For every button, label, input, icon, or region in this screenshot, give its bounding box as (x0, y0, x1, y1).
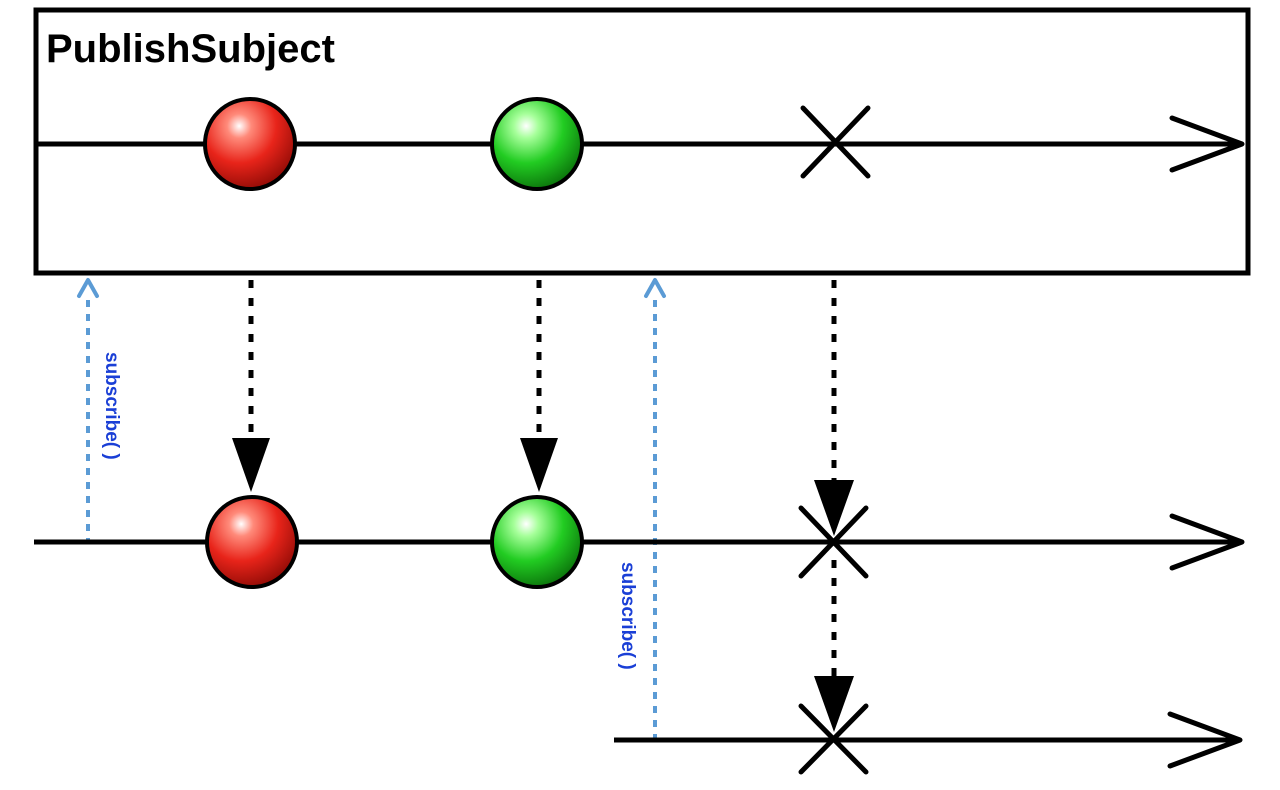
emission-arrow-red (232, 280, 270, 492)
emission-arrow-green (520, 280, 558, 492)
subscribe-arrow-1: subscribe( ) (77, 278, 122, 542)
green-marble (490, 495, 584, 589)
red-marble (203, 97, 297, 191)
second-subscriber-timeline (614, 703, 1243, 775)
error-x-icon (800, 105, 871, 179)
timeline-arrowhead (1169, 115, 1245, 173)
subject-title: PublishSubject (46, 27, 335, 71)
error-x-icon (798, 505, 869, 579)
green-marble (490, 97, 584, 191)
first-subscriber-timeline (34, 495, 1245, 589)
red-marble (205, 495, 299, 589)
subscribe-label-2: subscribe( ) (617, 562, 638, 670)
emission-arrow-error-1 (814, 280, 854, 536)
error-x-icon (798, 703, 869, 775)
subscribe-arrow-2: subscribe( ) (617, 278, 666, 740)
timeline-arrowhead (1169, 513, 1245, 571)
timeline-arrowhead (1167, 711, 1243, 769)
subject-timeline (36, 97, 1245, 191)
subscribe-label-1: subscribe( ) (101, 352, 122, 460)
emission-arrow-error-2 (814, 560, 854, 732)
